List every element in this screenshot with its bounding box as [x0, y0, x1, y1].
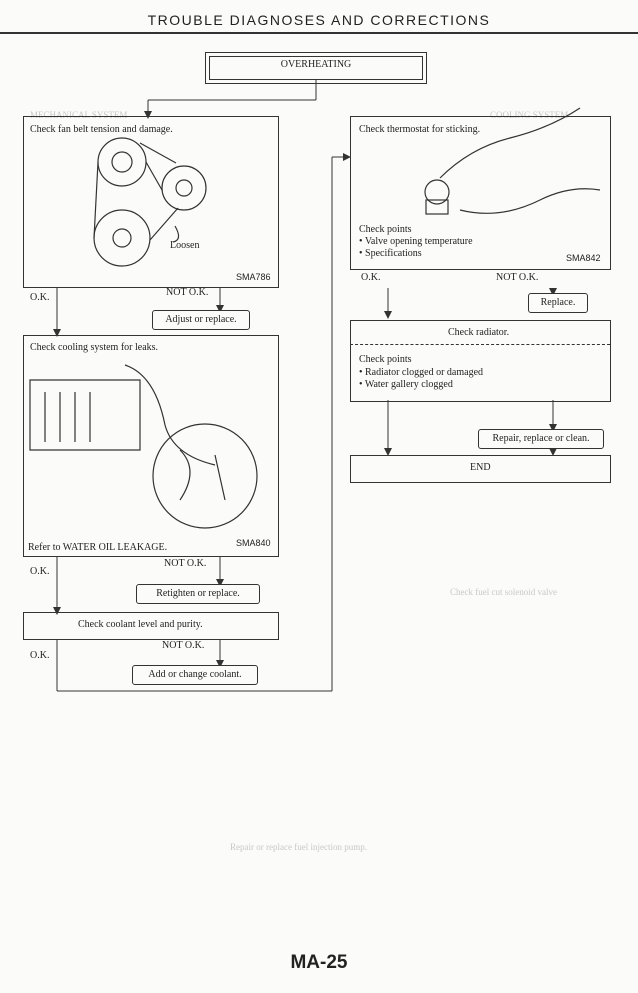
coolant-box — [23, 612, 279, 640]
coolant-label: Check coolant level and purity. — [78, 619, 203, 630]
thermostat-point-1: • Valve opening temperature — [359, 236, 473, 247]
radiator-box — [350, 320, 611, 402]
coolant-ok-label: O.K. — [30, 650, 50, 661]
fan-belt-figure-code: SMA786 — [236, 272, 271, 282]
page-header-title: TROUBLE DIAGNOSES AND CORRECTIONS — [147, 12, 491, 28]
retighten-pill: Retighten or replace. — [136, 584, 260, 604]
radiator-point-1: • Radiator clogged or damaged — [359, 367, 484, 378]
repair-replace-clean-pill: Repair, replace or clean. — [478, 429, 604, 449]
cooling-system-label: Check cooling system for leaks. — [30, 342, 159, 353]
thermostat-check-points: Check points — [359, 224, 412, 235]
coolant-not-ok-label: NOT O.K. — [162, 640, 205, 651]
cooling-ok-label: O.K. — [30, 566, 50, 577]
header-rule — [0, 32, 638, 34]
adjust-or-replace-pill: Adjust or replace. — [152, 310, 250, 330]
end-box — [350, 455, 611, 483]
page-number: MA-25 — [290, 952, 348, 973]
fan-belt-ok-label: O.K. — [30, 292, 50, 303]
thermostat-label: Check thermostat for sticking. — [359, 124, 481, 135]
bleed-through-text: COOLING SYSTEM — [490, 110, 569, 120]
cooling-figure-code: SMA840 — [236, 538, 271, 548]
cooling-system-box — [23, 335, 279, 557]
thermostat-figure-code: SMA842 — [566, 253, 601, 263]
overheating-label: OVERHEATING — [280, 59, 352, 70]
bleed-through-text: MECHANICAL SYSTEM — [30, 110, 128, 120]
radiator-check-points: Check points — [359, 354, 412, 365]
end-label: END — [470, 462, 491, 473]
radiator-separator — [350, 344, 610, 345]
thermostat-point-2: • Specifications — [359, 248, 422, 259]
overheating-box-inner — [209, 56, 423, 80]
cooling-not-ok-label: NOT O.K. — [164, 558, 207, 569]
overheating-box: OVERHEATING — [205, 52, 427, 84]
radiator-point-2: • Water gallery clogged — [359, 379, 453, 390]
thermostat-box — [350, 116, 611, 270]
bleed-through-text: Repair or replace fuel injection pump. — [230, 842, 367, 852]
thermostat-not-ok-label: NOT O.K. — [496, 272, 539, 283]
replace-pill: Replace. — [528, 293, 588, 313]
bleed-through-text: Check fuel cut solenoid valve — [450, 587, 557, 597]
fan-belt-label: Check fan belt tension and damage. — [30, 124, 173, 135]
thermostat-ok-label: O.K. — [361, 272, 381, 283]
add-change-coolant-pill: Add or change coolant. — [132, 665, 258, 685]
fan-belt-not-ok-label: NOT O.K. — [166, 287, 209, 298]
radiator-label: Check radiator. — [448, 327, 510, 338]
cooling-refer-label: Refer to WATER OIL LEAKAGE. — [28, 542, 168, 553]
fan-belt-box — [23, 116, 279, 288]
loosen-label: Loosen — [170, 240, 200, 251]
